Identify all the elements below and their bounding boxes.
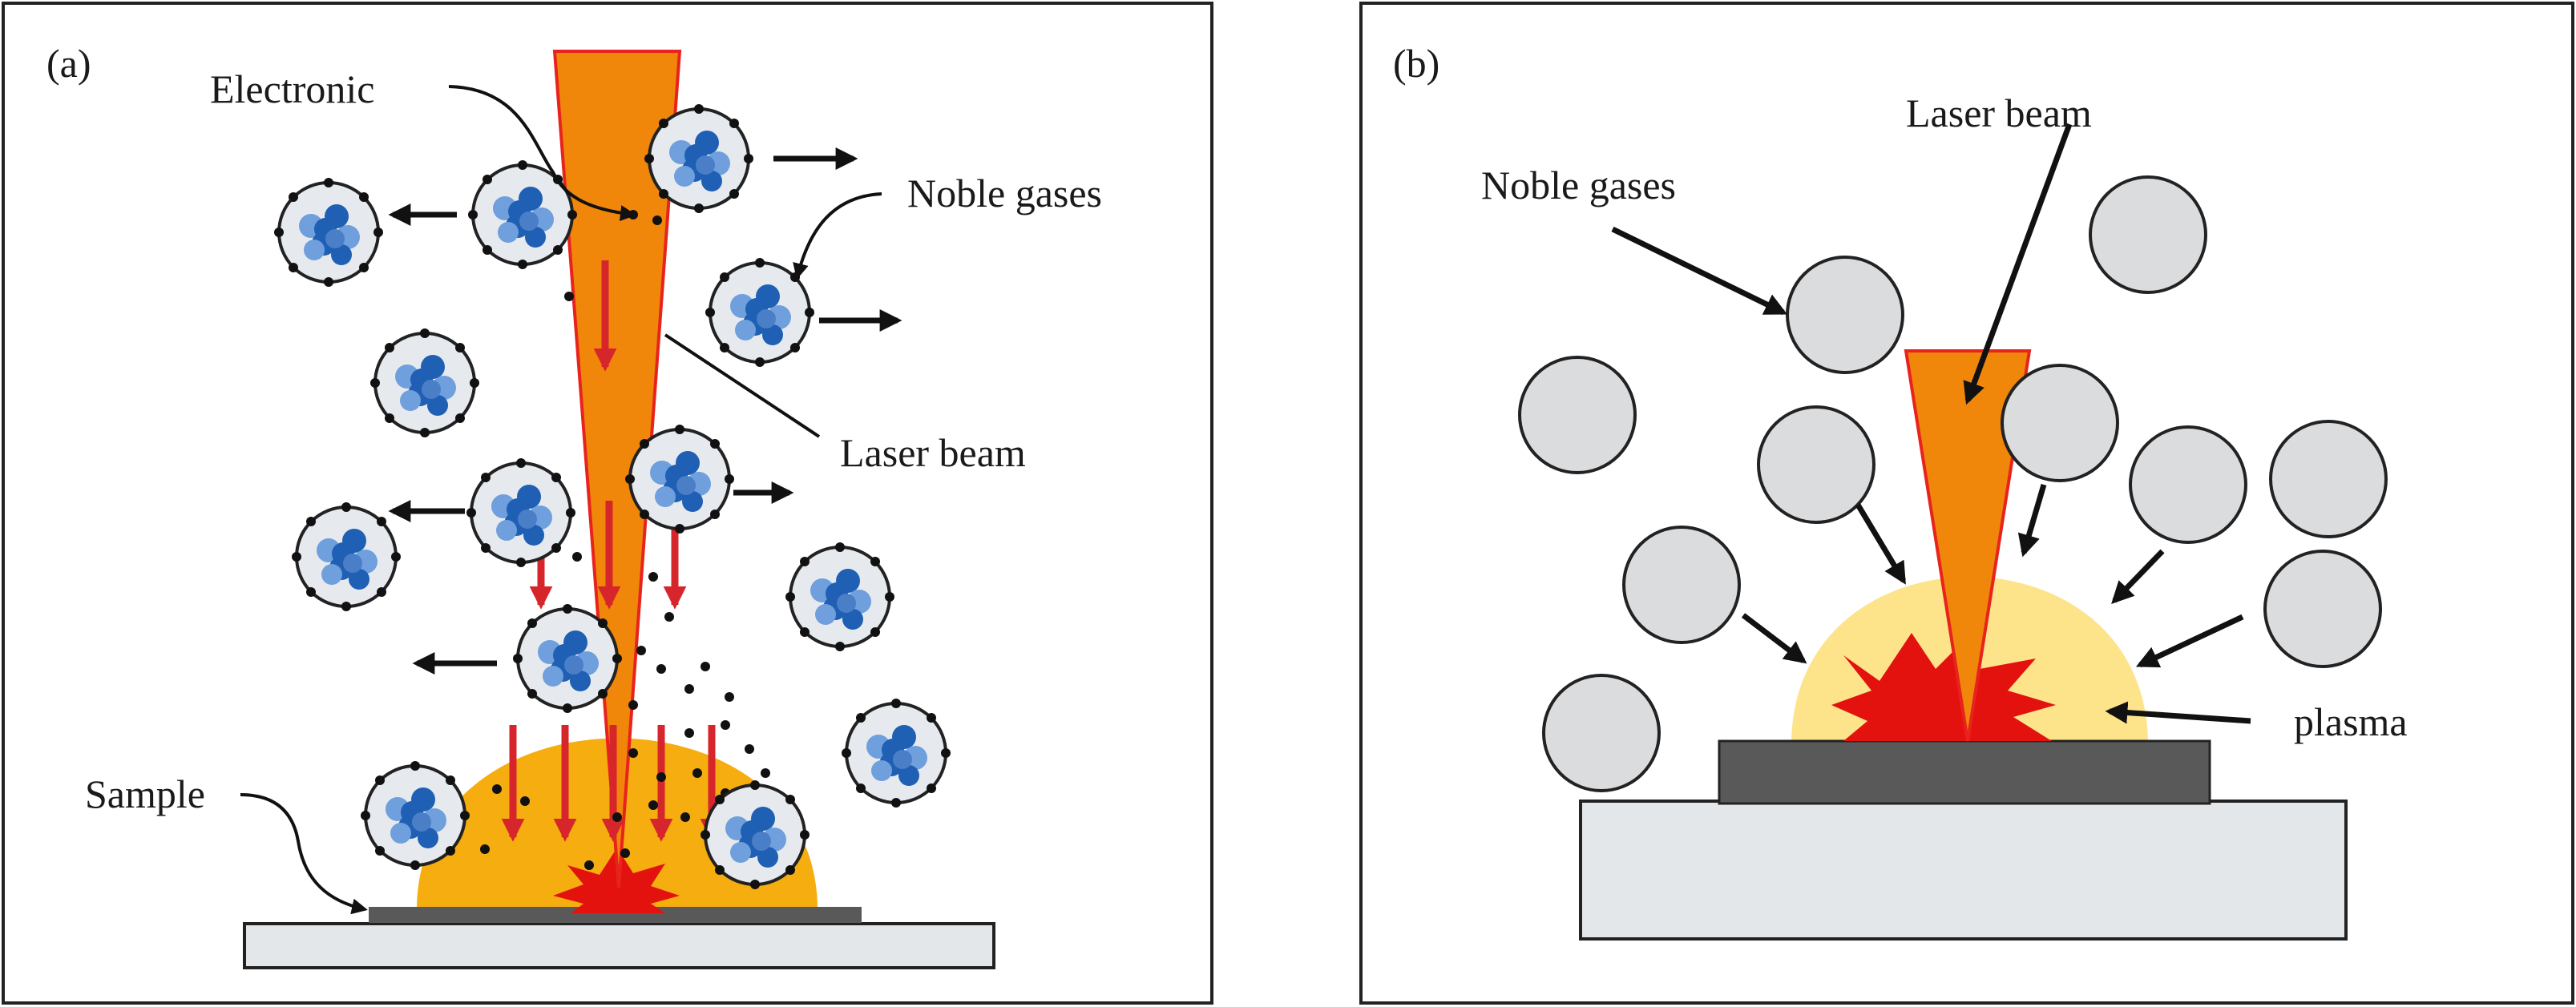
atom xyxy=(369,327,481,439)
atom xyxy=(699,779,811,891)
label-noble-gases-a: Noble gases xyxy=(907,171,1102,215)
atom xyxy=(466,159,579,271)
label-plasma: plasma xyxy=(2294,699,2408,744)
atom xyxy=(643,103,755,215)
panel-a: (a) xyxy=(2,2,1213,1005)
gas-circle xyxy=(2263,550,2382,668)
sample-b xyxy=(1718,739,2211,805)
gas-circle xyxy=(2129,425,2247,544)
atom xyxy=(840,697,952,809)
gas-circle xyxy=(1518,356,1637,474)
atom xyxy=(624,423,736,535)
noble-gases-leader-a xyxy=(793,192,882,280)
sample xyxy=(369,907,862,923)
laser-beam-b xyxy=(1904,349,2032,742)
spark-b xyxy=(1831,618,2056,741)
label-laser-beam-a: Laser beam xyxy=(840,430,1026,475)
gas-circles xyxy=(1518,175,2388,792)
atom xyxy=(784,541,896,653)
sample-leader xyxy=(240,793,368,915)
gas-circle xyxy=(2001,364,2119,482)
gas-circle xyxy=(2089,175,2207,294)
stage-b xyxy=(1579,800,2348,941)
atom xyxy=(273,176,385,288)
gas-circle xyxy=(1786,256,1904,374)
gas-circle xyxy=(1542,674,1661,792)
label-electronic: Electronic xyxy=(210,66,374,111)
atom xyxy=(511,602,624,715)
inward-arrows xyxy=(1611,123,2251,724)
panel-a-tag: (a) xyxy=(46,41,91,86)
gas-circle xyxy=(2269,420,2388,538)
label-laser-beam-b: Laser beam xyxy=(1906,91,2092,135)
label-leaders xyxy=(240,85,882,915)
atom xyxy=(359,759,471,872)
spark xyxy=(553,848,680,913)
stage xyxy=(243,922,995,969)
electron-dots xyxy=(480,210,770,874)
label-noble-gases-b: Noble gases xyxy=(1481,163,1676,207)
motion-arrows xyxy=(388,147,902,675)
gas-circle xyxy=(1622,526,1741,644)
atom xyxy=(290,501,402,613)
atom xyxy=(465,457,577,569)
panel-b: (b) xyxy=(1359,2,2574,1005)
label-sample: Sample xyxy=(85,771,205,816)
laser-beam-leader-a xyxy=(664,333,821,438)
gas-circle xyxy=(1757,405,1875,524)
electronic-leader xyxy=(448,85,636,222)
panel-b-tag: (b) xyxy=(1393,41,1439,86)
